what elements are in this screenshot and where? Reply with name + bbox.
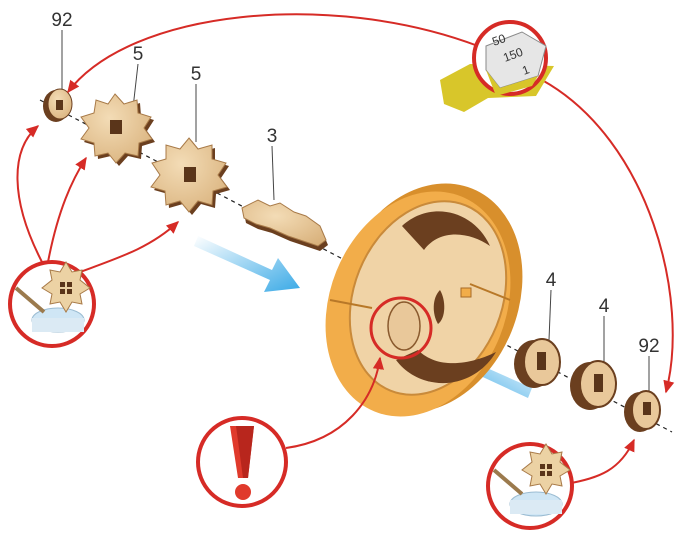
label-gear-5-second: 5 (191, 64, 202, 85)
gear-part-5-first (81, 94, 155, 166)
label-part-92-left: 92 (51, 10, 72, 31)
gear-part-5-second (151, 138, 230, 215)
bushing-part-4-first (514, 339, 560, 388)
bar-part-3 (242, 200, 328, 251)
wheel-part (293, 155, 556, 445)
bushing-part-4-second (570, 361, 616, 410)
spacer-part-92-right (624, 391, 660, 432)
spacer-part-92-left (43, 89, 72, 122)
glue-icon (10, 262, 94, 346)
label-bar-3: 3 (267, 126, 278, 147)
label-bushing-4-second: 4 (599, 296, 610, 317)
warning-icon (198, 418, 286, 506)
label-part-92-right: 92 (638, 336, 659, 357)
label-bushing-4-first: 4 (546, 270, 557, 291)
label-gear-5-first: 5 (133, 44, 144, 65)
sandpaper-icon: 50 150 1 (440, 22, 554, 112)
connector-arrows (17, 14, 672, 484)
insert-direction-arrow-upper (194, 236, 300, 292)
glue-icon (488, 444, 572, 528)
